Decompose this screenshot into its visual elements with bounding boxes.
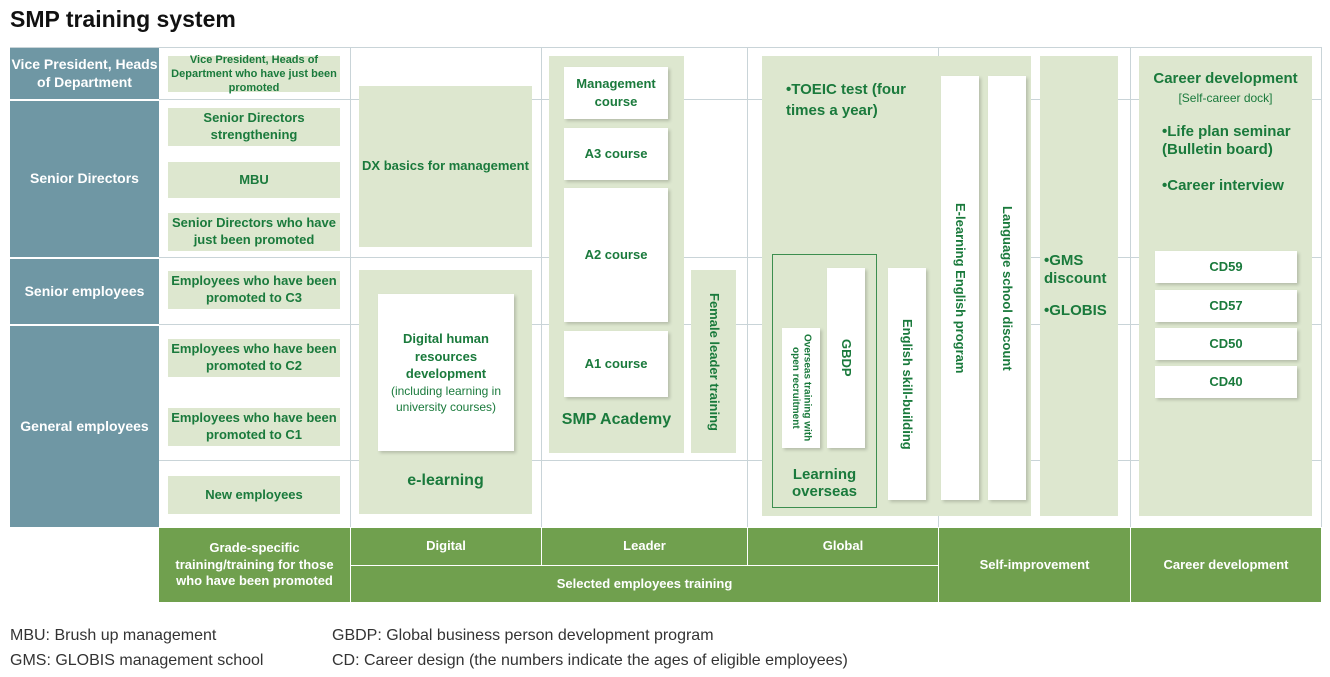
grid-line [159, 324, 1322, 325]
new-employee-training: New employees [168, 476, 340, 514]
language-school-label: Language school discount [999, 205, 1015, 371]
self-improvement-panel [1040, 56, 1118, 516]
role-vice-president: Vice President, Heads of Department [10, 48, 159, 99]
a2-course: A2 course [564, 188, 668, 322]
grid-line [1130, 47, 1131, 527]
grid-line [1321, 47, 1322, 527]
role-senior-employees: Senior employees [10, 258, 159, 324]
career-panel [1139, 56, 1312, 516]
cd59-box: CD59 [1155, 251, 1297, 283]
legend-mbu: MBU: Brush up management [10, 627, 217, 644]
e-learning-label: e-learning [407, 472, 484, 489]
toeic-test-label: •TOEIC test (four times a year) [786, 81, 906, 119]
grid-line [159, 99, 1322, 100]
life-plan-seminar: •Life plan seminar (Bulletin board) [1162, 123, 1291, 158]
cd50-box: CD50 [1155, 328, 1297, 360]
globis-label: •GLOBIS [1044, 302, 1107, 319]
page-title: SMP training system [10, 6, 236, 32]
language-school-discount: Language school discount [988, 76, 1026, 500]
category-grade-specific: Grade-specific training/training for tho… [159, 528, 350, 602]
category-career-development: Career development [1131, 528, 1321, 602]
grid-line [159, 460, 1322, 461]
legend-gbdp: GBDP: Global business person development… [332, 627, 714, 644]
c2-promotion-training: Employees who have been promoted to C2 [168, 339, 340, 377]
career-interview: •Career interview [1162, 177, 1284, 194]
cd40-box: CD40 [1155, 366, 1297, 398]
grid-line-top [10, 47, 1322, 48]
e-learning-english-program: E-learning English program [941, 76, 979, 500]
cd57-box: CD57 [1155, 290, 1297, 322]
category-selected-employees: Selected employees training [351, 566, 938, 602]
a1-course: A1 course [564, 331, 668, 397]
grid-line [747, 47, 748, 527]
learning-overseas-frame [772, 254, 877, 508]
legend-cd: CD: Career design (the numbers indicate … [332, 652, 848, 669]
sd-promoted-training: Senior Directors who have just been prom… [168, 213, 340, 251]
category-self-improvement: Self-improvement [939, 528, 1130, 602]
learning-overseas-label: Learning overseas [791, 466, 858, 501]
category-digital: Digital [351, 528, 541, 565]
e-learning-english-label: E-learning English program [952, 202, 968, 374]
gbdp-program: GBDP [827, 268, 865, 448]
role-senior-directors: Senior Directors [10, 100, 159, 257]
gms-discount-label: •GMS discount [1044, 252, 1107, 287]
mbu-training: MBU [168, 162, 340, 198]
digital-hr-title: Digital human resources development [403, 330, 489, 382]
management-course: Management course [564, 67, 668, 119]
role-general-employees: General employees [10, 325, 159, 527]
career-development-title: Career development [1153, 70, 1298, 87]
grid-line [159, 257, 1322, 258]
english-skill-label: English skill-building [899, 318, 915, 450]
female-leader-label: Female leader training [706, 292, 722, 431]
legend-gms: GMS: GLOBIS management school [10, 652, 264, 669]
overseas-open-recruitment: Overseas training with open recruitment [782, 328, 820, 448]
overseas-open-label: Overseas training with open recruitment [790, 334, 813, 442]
a3-course: A3 course [564, 128, 668, 180]
vp-promoted-training: Vice President, Heads of Department who … [168, 54, 340, 94]
self-career-dock: [Self-career dock] [1178, 91, 1273, 105]
grid-line [350, 47, 351, 527]
smp-academy-label: SMP Academy [561, 411, 672, 428]
c3-promotion-training: Employees who have been promoted to C3 [168, 271, 340, 309]
dx-basics-training: DX basics for management [359, 86, 532, 247]
digital-hr-development-box: Digital human resources development (inc… [378, 294, 514, 451]
digital-hr-note: (including learning in university course… [390, 383, 502, 414]
gbdp-label: GBDP [838, 339, 854, 377]
grid-line [541, 47, 542, 527]
sd-strengthening-training: Senior Directors strengthening [168, 108, 340, 146]
female-leader-training: Female leader training [691, 270, 736, 453]
category-global: Global [748, 528, 938, 565]
english-skill-building: English skill-building [888, 268, 926, 500]
category-leader: Leader [542, 528, 747, 565]
c1-promotion-training: Employees who have been promoted to C1 [168, 408, 340, 446]
